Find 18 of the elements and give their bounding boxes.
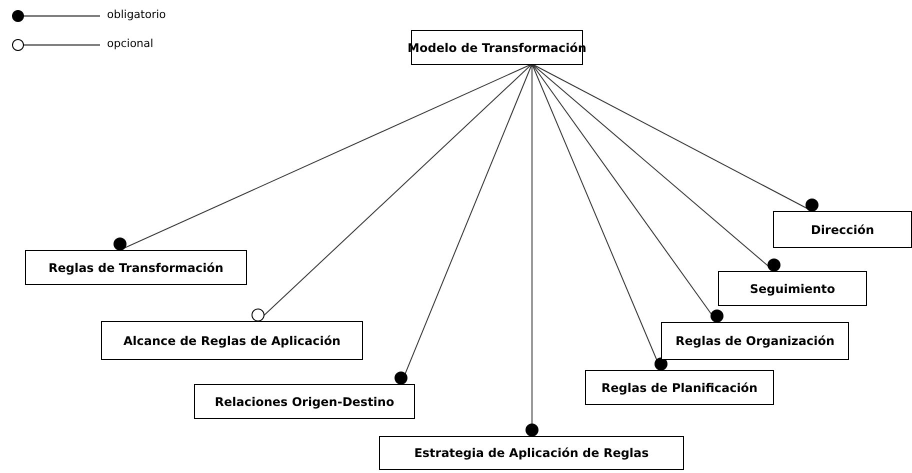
connector-line xyxy=(532,64,724,322)
connector-line xyxy=(252,64,532,322)
feature-box: Reglas de Planificación xyxy=(585,370,774,405)
connector-line xyxy=(532,64,818,212)
feature-box: Estrategia de Aplicación de Reglas xyxy=(379,436,684,470)
feature-box: Relaciones Origen-Destino xyxy=(194,384,415,419)
connector-line xyxy=(394,64,532,384)
connector-line xyxy=(532,64,668,370)
feature-box: Seguimiento xyxy=(718,271,867,306)
connector-line xyxy=(526,64,538,436)
connector-line xyxy=(114,64,532,250)
feature-box: Reglas de Transformación xyxy=(25,250,247,285)
connector-line xyxy=(532,64,780,272)
legend-text: obligatorio xyxy=(107,8,166,21)
legend-text: opcional xyxy=(107,37,154,50)
feature-box: Dirección xyxy=(773,211,912,248)
feature-box: Alcance de Reglas de Aplicación xyxy=(101,321,363,360)
feature-box: Reglas de Organización xyxy=(661,322,849,360)
